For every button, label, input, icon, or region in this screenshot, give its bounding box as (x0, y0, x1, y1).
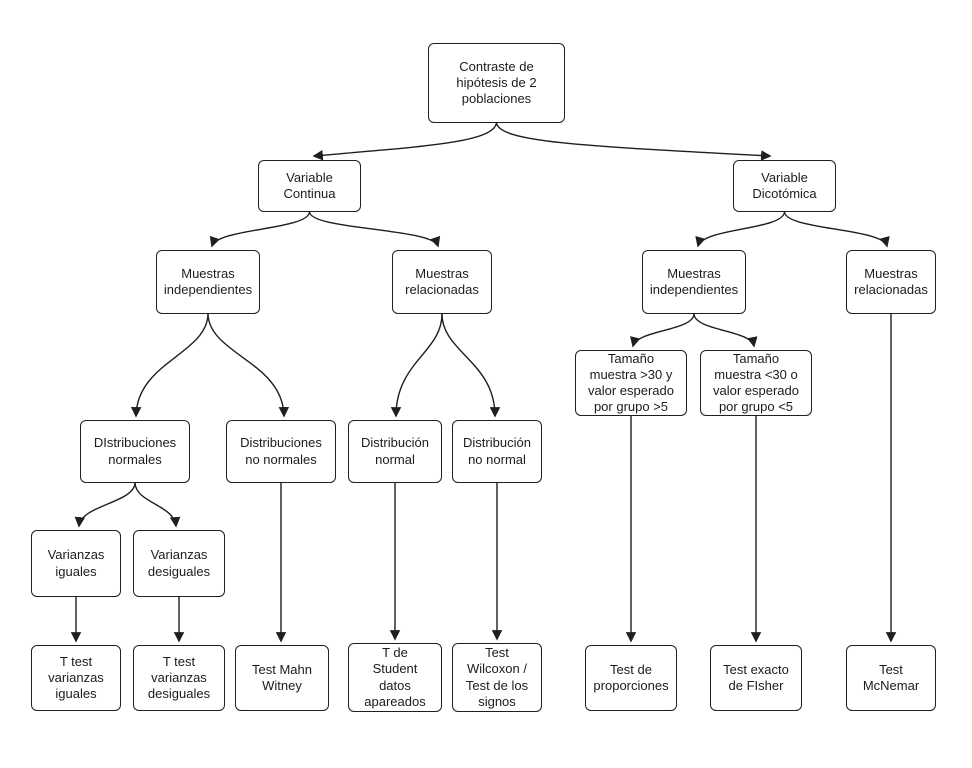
edge-root-to-variable-dicotomica (495, 122, 772, 161)
node-varianzas-desiguales: Varianzas desiguales (133, 530, 225, 597)
node-variable-continua: Variable Continua (258, 160, 361, 212)
edge-variable-continua-to-muestras-independientes (209, 211, 311, 248)
node-muestras-independientes-continua: Muestras independientes (156, 250, 260, 314)
node-muestras-relacionadas-continua-label: Muestras relacionadas (405, 265, 479, 297)
node-root-label: Contraste de hipótesis de 2 poblaciones (456, 58, 537, 107)
node-muestras-relacionadas-continua: Muestras relacionadas (392, 250, 492, 314)
node-distribucion-no-normal-label: Distribución no normal (463, 435, 531, 467)
node-varianzas-desiguales-label: Varianzas desiguales (147, 547, 211, 579)
edge-variable-dicotomica-to-muestras-relacionadas (783, 211, 890, 248)
node-t-de-student-datos-apareados: T de Student datos apareados (348, 643, 442, 712)
node-test-wilcoxon-signos: Test Wilcoxon / Test de los signos (452, 643, 542, 712)
node-test-mahn-witney-label: Test Mahn Witney (252, 661, 312, 693)
node-distribuciones-normales-label: DIstribuciones normales (93, 435, 177, 467)
node-varianzas-iguales: Varianzas iguales (31, 530, 121, 597)
node-distribuciones-normales: DIstribuciones normales (80, 420, 190, 483)
node-muestras-relacionadas-dicotomica-label: Muestras relacionadas (854, 265, 928, 297)
edge-muestras-independientes-to-distribuciones-normales (130, 313, 209, 418)
node-t-test-varianzas-iguales-label: T test varianzas iguales (48, 653, 104, 702)
node-tamano-muestra-pequena: Tamaño muestra <30 o valor esperado por … (700, 350, 812, 416)
node-muestras-relacionadas-dicotomica: Muestras relacionadas (846, 250, 936, 314)
node-test-mahn-witney: Test Mahn Witney (235, 645, 329, 711)
node-distribucion-normal-label: Distribución normal (361, 435, 429, 467)
node-muestras-independientes-dicotomica: Muestras independientes (642, 250, 746, 314)
node-variable-dicotomica: Variable Dicotómica (733, 160, 836, 212)
node-distribucion-normal: Distribución normal (348, 420, 442, 483)
node-muestras-independientes-continua-label: Muestras independientes (163, 265, 253, 297)
node-distribuciones-no-normales-label: Distribuciones no normales (240, 435, 322, 467)
node-variable-continua-label: Variable Continua (283, 169, 336, 201)
node-distribuciones-no-normales: Distribuciones no normales (226, 420, 336, 483)
edge-muestras-independientes-to-tamano-pequeno (693, 313, 758, 348)
node-test-exacto-de-fisher-label: Test exacto de FIsher (723, 661, 789, 693)
node-root: Contraste de hipótesis de 2 poblaciones (428, 43, 565, 123)
node-varianzas-iguales-label: Varianzas iguales (47, 547, 105, 579)
node-t-test-varianzas-desiguales: T test varianzas desiguales (133, 645, 225, 711)
node-test-exacto-de-fisher: Test exacto de FIsher (710, 645, 802, 711)
node-test-wilcoxon-signos-label: Test Wilcoxon / Test de los signos (465, 645, 529, 709)
node-test-de-proporciones: Test de proporciones (585, 645, 677, 711)
edge-distribuciones-normales-to-varianzas-desiguales (134, 482, 181, 528)
node-test-mcnemar: Test McNemar (846, 645, 936, 711)
node-distribucion-no-normal: Distribución no normal (452, 420, 542, 483)
edge-muestras-independientes-to-tamano-grande (630, 313, 695, 348)
node-tamano-muestra-pequena-label: Tamaño muestra <30 o valor esperado por … (713, 350, 799, 415)
node-t-test-varianzas-iguales: T test varianzas iguales (31, 645, 121, 711)
node-t-test-varianzas-desiguales-label: T test varianzas desiguales (147, 653, 211, 702)
edge-root-to-variable-continua (312, 122, 498, 161)
node-test-de-proporciones-label: Test de proporciones (593, 661, 669, 693)
node-t-de-student-datos-apareados-label: T de Student datos apareados (364, 645, 426, 709)
node-test-mcnemar-label: Test McNemar (862, 661, 920, 693)
edge-muestras-independientes-to-distribuciones-no-normales (207, 313, 290, 418)
node-muestras-independientes-dicotomica-label: Muestras independientes (649, 265, 739, 297)
node-tamano-muestra-grande-label: Tamaño muestra >30 y valor esperado por … (588, 350, 674, 415)
edge-muestras-relacionadas-to-distribucion-normal (390, 313, 443, 418)
edge-distribuciones-normales-to-varianzas-iguales (74, 482, 136, 528)
edge-variable-continua-to-muestras-relacionadas (308, 211, 441, 248)
edge-variable-dicotomica-to-muestras-independientes (695, 211, 786, 248)
node-variable-dicotomica-label: Variable Dicotómica (752, 169, 817, 201)
edge-muestras-relacionadas-to-distribucion-no-normal (441, 313, 501, 418)
node-tamano-muestra-grande: Tamaño muestra >30 y valor esperado por … (575, 350, 687, 416)
